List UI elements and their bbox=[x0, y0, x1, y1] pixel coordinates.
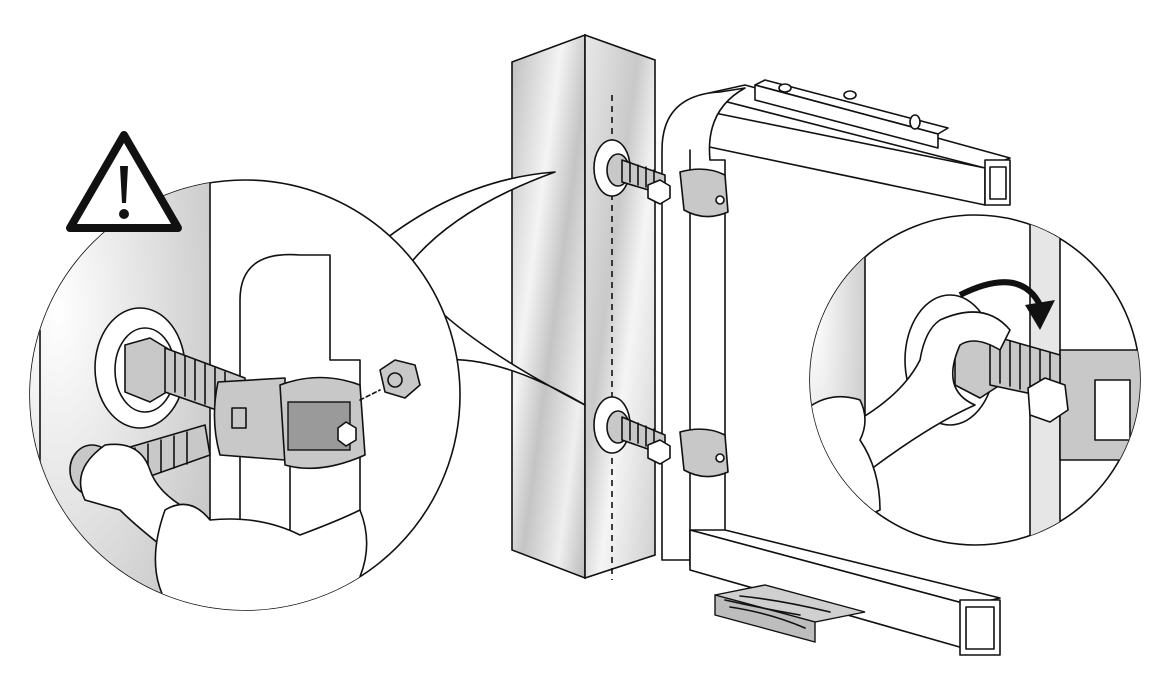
warning-triangle-icon bbox=[66, 131, 182, 232]
lower-hinge bbox=[593, 396, 729, 478]
detail-circle-install bbox=[29, 179, 461, 611]
wood-block bbox=[714, 584, 866, 643]
upper-hinge bbox=[593, 139, 729, 218]
wrench-icon bbox=[839, 311, 1011, 471]
rotate-arrow-icon bbox=[958, 279, 1043, 307]
detail-circle-tighten bbox=[809, 214, 1141, 546]
spirit-level bbox=[754, 79, 949, 149]
gate-post bbox=[511, 33, 656, 580]
